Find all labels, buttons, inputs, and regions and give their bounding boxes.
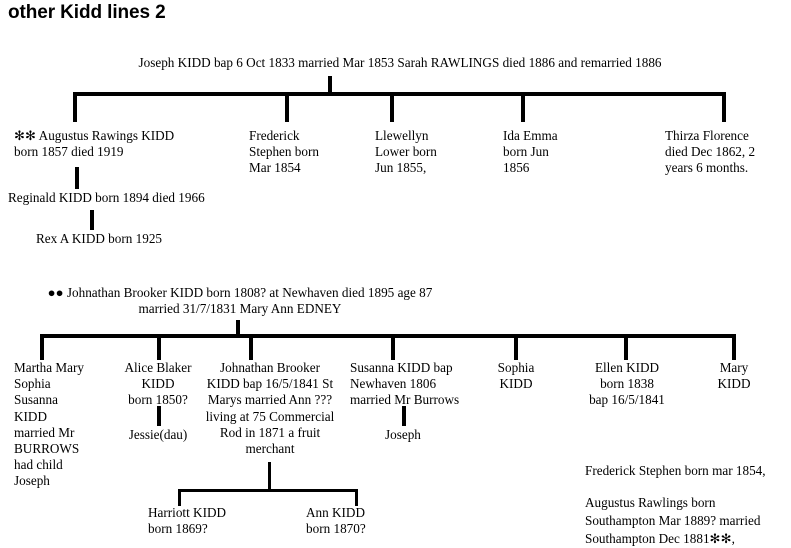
family1-child-stem-5 — [722, 92, 726, 122]
harriott-kidd-label: Harriott KIDD born 1869? — [148, 505, 227, 537]
jessie-dau-stem — [157, 406, 161, 426]
martha-mary-sophia-susanna-kidd-label: Martha Mary Sophia Susanna KIDD married … — [14, 360, 84, 489]
ann-kidd-stem — [355, 489, 358, 506]
reginald-kidd-stem — [75, 167, 79, 189]
johnathan-brooker-kidd-jr-label: Johnathan Brooker KIDD bap 16/5/1841 St … — [205, 360, 335, 457]
family2-child-stem-1 — [40, 334, 44, 360]
ellen-kidd-label: Ellen KIDD born 1838 bap 16/5/1841 — [589, 360, 665, 408]
family2-child-stem-7 — [732, 334, 736, 360]
family1-child-stem-1 — [73, 92, 77, 122]
joseph-stem — [402, 406, 406, 426]
family2-child-stem-5 — [514, 334, 518, 360]
reginald-kidd-label: Reginald KIDD born 1894 died 1966 — [8, 190, 205, 205]
note-augustus-rawlings: Augustus Rawlings born Southampton Mar 1… — [585, 495, 761, 546]
family2-parent-stem — [236, 320, 240, 336]
ida-emma-kidd-label: Ida Emma born Jun 1856 — [503, 128, 558, 176]
page-title: other Kidd lines 2 — [8, 2, 166, 23]
family1-parent-stem — [328, 76, 332, 94]
frederick-stephen-kidd-label: Frederick Stephen born Mar 1854 — [249, 128, 319, 176]
joseph-label: Joseph — [385, 427, 421, 442]
family2-child-stem-3 — [249, 334, 253, 360]
rex-a-kidd-label: Rex A KIDD born 1925 — [36, 231, 163, 246]
sophia-kidd-label: Sophia KIDD — [497, 360, 535, 392]
family1-child-stem-3 — [390, 92, 394, 122]
family1-child-stem-4 — [521, 92, 525, 122]
alice-blaker-kidd-label: Alice Blaker KIDD born 1850? — [124, 360, 192, 408]
note-frederick-stephen: Frederick Stephen born mar 1854, — [585, 463, 766, 478]
family2-child-stem-2 — [157, 334, 161, 360]
family2-parent-line2: married 31/7/1831 Mary Ann EDNEY — [138, 301, 342, 316]
susanna-kidd-label: Susanna KIDD bap Newhaven 1806 married M… — [350, 360, 460, 408]
jessie-dau-label: Jessie(dau) — [128, 427, 188, 442]
family2-sibling-bar — [40, 334, 736, 338]
harriott-kidd-stem — [178, 489, 181, 506]
family2-child-stem-4 — [391, 334, 395, 360]
family1-sibling-bar — [73, 92, 726, 96]
johnathan-jr-down-stem — [268, 462, 271, 490]
family2-child-stem-6 — [624, 334, 628, 360]
johnathan-jr-children-bar — [178, 489, 358, 492]
ann-kidd-label: Ann KIDD born 1870? — [306, 505, 366, 537]
thirza-florence-kidd-label: Thirza Florence died Dec 1862, 2 years 6… — [665, 128, 756, 176]
family1-parent-label: Joseph KIDD bap 6 Oct 1833 married Mar 1… — [138, 55, 662, 70]
family2-parent-line1: ●● Johnathan Brooker KIDD born 1808? at … — [47, 285, 433, 300]
augustus-rawings-kidd-label: ✻✻ Augustus Rawings KIDD born 1857 died … — [14, 128, 175, 160]
mary-kidd-label: Mary KIDD — [717, 360, 751, 392]
family1-child-stem-2 — [285, 92, 289, 122]
rex-a-kidd-stem — [90, 210, 94, 230]
llewellyn-lower-kidd-label: Llewellyn Lower born Jun 1855, — [375, 128, 437, 176]
